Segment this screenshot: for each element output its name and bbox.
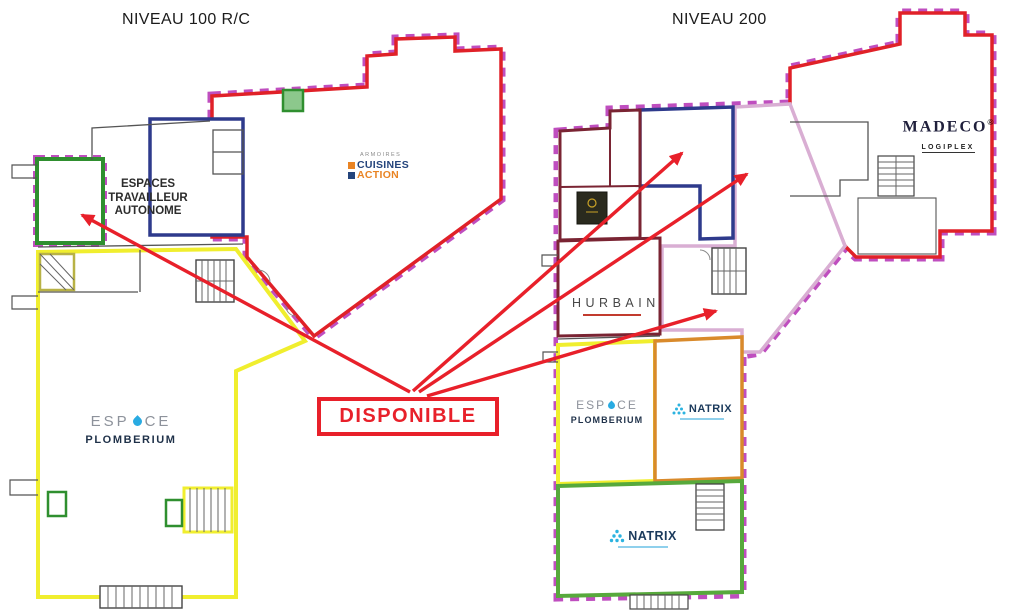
room-espace-plomberium-n100 xyxy=(36,246,309,599)
left-plan xyxy=(9,32,506,609)
stairs-left-bottom-exit xyxy=(99,585,183,609)
espace-plomberium-logo-n100: ESP CE PLOMBERIUM xyxy=(76,413,186,446)
door-arcs-left xyxy=(257,269,297,317)
natrix-dots-triangle-icon xyxy=(672,403,686,415)
eta-line3: AUTONOME xyxy=(114,205,182,217)
natrix-text: NATRIX xyxy=(628,529,677,543)
madeco-logo: MADECO® LOGIPLEX xyxy=(900,118,996,154)
green-door-left xyxy=(46,490,68,518)
espace-prefix: ESP xyxy=(576,398,607,412)
availability-arrows xyxy=(80,151,749,398)
arrow-to-pink-lower-n200 xyxy=(426,308,718,398)
hurbain-logo: HURBAIN xyxy=(572,296,660,316)
natrix-logo-ground: NATRIX xyxy=(598,529,688,548)
eta-line2: TRAVAILLEUR xyxy=(108,191,188,204)
orange-square-icon xyxy=(348,162,355,169)
espaces-travailleur-autonome-label: ESPACES TRAVAILLEUR AUTONOME xyxy=(92,178,204,219)
small-green-unit xyxy=(281,88,305,113)
title-niveau-200: NIVEAU 200 xyxy=(672,11,767,28)
armoires-text: ARMOIRES xyxy=(360,152,402,158)
espace-prefix: ESP xyxy=(90,413,130,430)
stairs-right-bottom-exit xyxy=(629,594,689,610)
madeco-text: MADECO xyxy=(902,118,988,136)
stairs-madeco xyxy=(877,155,915,197)
room-espaces-travailleur-autonome xyxy=(148,117,245,237)
door-arc-right xyxy=(699,249,711,261)
right-plan xyxy=(541,8,997,610)
green-door-left-2 xyxy=(164,498,184,528)
stairs-left-top xyxy=(38,252,76,292)
logiplex-text: LOGIPLEX xyxy=(921,144,975,154)
hurbain-tagline-bar xyxy=(583,314,641,316)
disponible-badge: DISPONIBLE xyxy=(317,397,499,436)
registered-mark: ® xyxy=(987,118,994,127)
natrix-logo-n200: NATRIX xyxy=(664,403,740,420)
plomberium-text: PLOMBERIUM xyxy=(85,434,177,446)
natrix-tagline-bar xyxy=(618,546,668,548)
stairs-right-core xyxy=(711,247,747,295)
room-available-green-n100 xyxy=(35,157,105,245)
plomberium-text: PLOMBERIUM xyxy=(570,415,644,425)
arrow-to-pink-upper-n200 xyxy=(418,172,749,394)
stairs-right-lower xyxy=(695,483,725,531)
room-natrix-n200 xyxy=(653,335,744,483)
balcony-brackets-left xyxy=(9,164,38,496)
action-text: ACTION xyxy=(357,169,400,181)
espace-suffix: CE xyxy=(617,398,638,412)
hurbain-text: HURBAIN xyxy=(572,296,660,310)
natrix-tagline-bar xyxy=(680,418,724,420)
arrow-to-blue-n200 xyxy=(411,151,684,393)
cuisines-text: CUISINES xyxy=(357,159,409,171)
room-hurbain xyxy=(556,236,662,338)
stairs-left-lower xyxy=(182,486,234,534)
espace-plomberium-logo-n200: ESP CE PLOMBERIUM xyxy=(560,398,654,425)
unknown-tenant-logo xyxy=(576,191,608,225)
water-drop-icon xyxy=(130,415,144,428)
water-drop-icon xyxy=(606,400,617,410)
right-plan-interior-walls xyxy=(557,121,937,340)
natrix-dots-triangle-icon xyxy=(609,529,625,543)
natrix-text: NATRIX xyxy=(688,403,733,415)
balcony-brackets-right xyxy=(541,254,558,363)
eta-line1: ESPACES xyxy=(120,178,176,190)
blue-square-icon xyxy=(348,172,355,179)
arrow-to-green-n100 xyxy=(80,213,411,394)
maroon-office-dividers xyxy=(559,128,641,188)
cuisines-action-logo: ARMOIRES CUISINES ACTION xyxy=(348,151,422,180)
espace-suffix: CE xyxy=(144,413,172,430)
title-niveau-100: NIVEAU 100 R/C xyxy=(122,11,251,28)
